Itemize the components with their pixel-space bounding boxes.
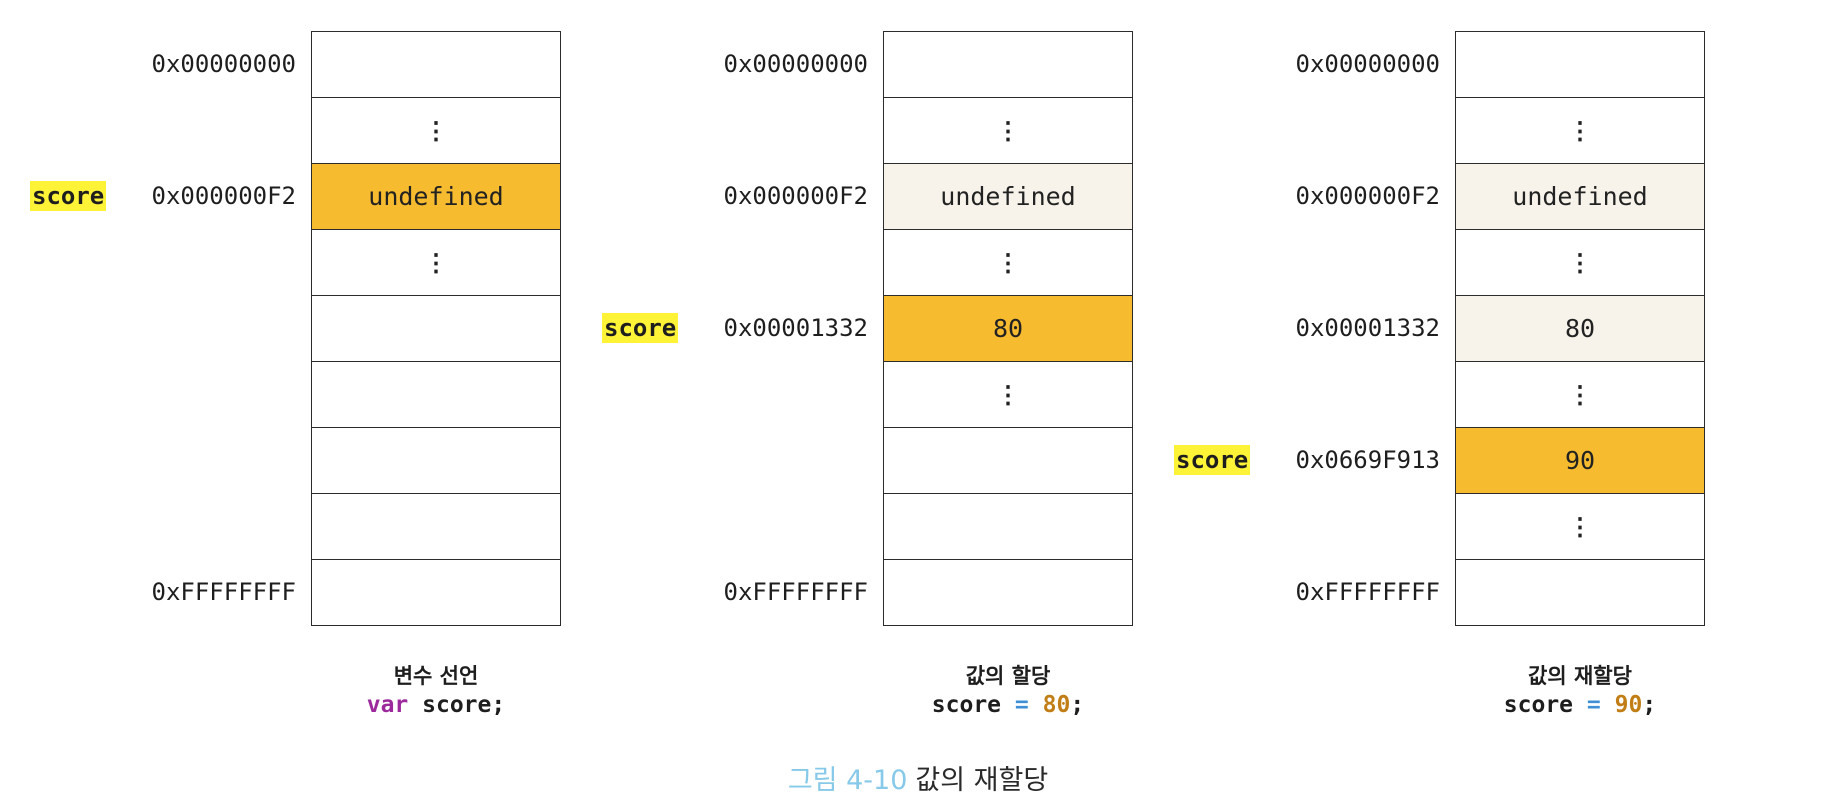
figure-caption-label: 그림 4-10 [787, 765, 908, 796]
memory-address-label: 0xFFFFFFFF [1295, 578, 1441, 606]
memory-cell-current: undefined [312, 164, 560, 230]
memory-cell-ellipsis: ⋮ [1456, 230, 1704, 296]
memory-cell [884, 32, 1132, 98]
memory-column: ⋮undefined⋮80⋮ [883, 31, 1133, 626]
memory-cell [312, 494, 560, 560]
memory-cell-ellipsis: ⋮ [1456, 362, 1704, 428]
memory-address-label: 0xFFFFFFFF [151, 578, 297, 606]
memory-cell-ellipsis: ⋮ [312, 230, 560, 296]
memory-address-label: 0x00001332 [1295, 314, 1441, 342]
memory-address-label: 0x00000000 [151, 50, 297, 78]
memory-cell [312, 296, 560, 362]
code-semicolon: ; [491, 692, 506, 718]
code-operator: = [1586, 692, 1601, 718]
memory-cell [312, 362, 560, 428]
memory-panel-3: 0x00000000 0x000000F2 0x00001332 0x0669F913… [1144, 0, 1705, 740]
figure-caption-text: 값의 재할당 [915, 765, 1049, 796]
memory-cell-ellipsis: ⋮ [884, 98, 1132, 164]
memory-cell [312, 560, 560, 626]
memory-cell: 80 [1456, 296, 1704, 362]
memory-address-label: 0xFFFFFFFF [723, 578, 869, 606]
memory-cell-ellipsis: ⋮ [1456, 494, 1704, 560]
code-identifier: score [931, 692, 1002, 718]
memory-cell [884, 428, 1132, 494]
memory-address-label: 0x000000F2 [723, 182, 869, 210]
memory-cell [312, 428, 560, 494]
memory-cell [1456, 32, 1704, 98]
memory-cell-ellipsis: ⋮ [1456, 98, 1704, 164]
memory-cell-ellipsis: ⋮ [884, 230, 1132, 296]
memory-cell-current: 80 [884, 296, 1132, 362]
variable-name-label: score [602, 313, 679, 343]
code-semicolon: ; [1642, 692, 1657, 718]
memory-cell: undefined [1456, 164, 1704, 230]
memory-address-label: 0x0669F913 [1295, 446, 1441, 474]
code-identifier: score [422, 692, 492, 718]
memory-cell-current: 90 [1456, 428, 1704, 494]
variable-name-label: score [1174, 445, 1251, 475]
variable-name-label: score [30, 181, 107, 211]
memory-address-label: 0x00000000 [1295, 50, 1441, 78]
memory-address-label: 0x000000F2 [1295, 182, 1441, 210]
code-number: 90 [1614, 692, 1643, 718]
memory-panel-2: 0x00000000 0x000000F2 0x00001332 score 0xFFF… [572, 0, 1133, 740]
memory-column: ⋮undefined⋮80⋮90⋮ [1455, 31, 1705, 626]
step-code-snippet: var score; [286, 692, 586, 718]
step-caption-title: 변수 선언 [393, 664, 479, 688]
code-keyword: var [366, 692, 409, 718]
memory-cell [312, 32, 560, 98]
code-operator: = [1014, 692, 1029, 718]
memory-address-label: 0x00000000 [723, 50, 869, 78]
memory-cell [884, 560, 1132, 626]
memory-cell-ellipsis: ⋮ [312, 98, 560, 164]
memory-column: ⋮undefined⋮ [311, 31, 561, 626]
code-identifier: score [1503, 692, 1574, 718]
memory-cell [884, 494, 1132, 560]
memory-address-label: 0x00001332 [723, 314, 869, 342]
memory-panel-1: 0x00000000 0x000000F2 score 0xFFFFFFFF ⋮unde… [0, 0, 561, 740]
code-number: 80 [1042, 692, 1071, 718]
memory-cell [1456, 560, 1704, 626]
step-caption-title: 값의 재할당 [1528, 664, 1632, 688]
code-semicolon: ; [1070, 692, 1085, 718]
memory-cell: undefined [884, 164, 1132, 230]
memory-address-label: 0x000000F2 [151, 182, 297, 210]
memory-cell-ellipsis: ⋮ [884, 362, 1132, 428]
step-code-snippet: score = 90; [1430, 692, 1730, 718]
step-caption-title: 값의 할당 [965, 664, 1051, 688]
step-code-snippet: score = 80; [858, 692, 1158, 718]
